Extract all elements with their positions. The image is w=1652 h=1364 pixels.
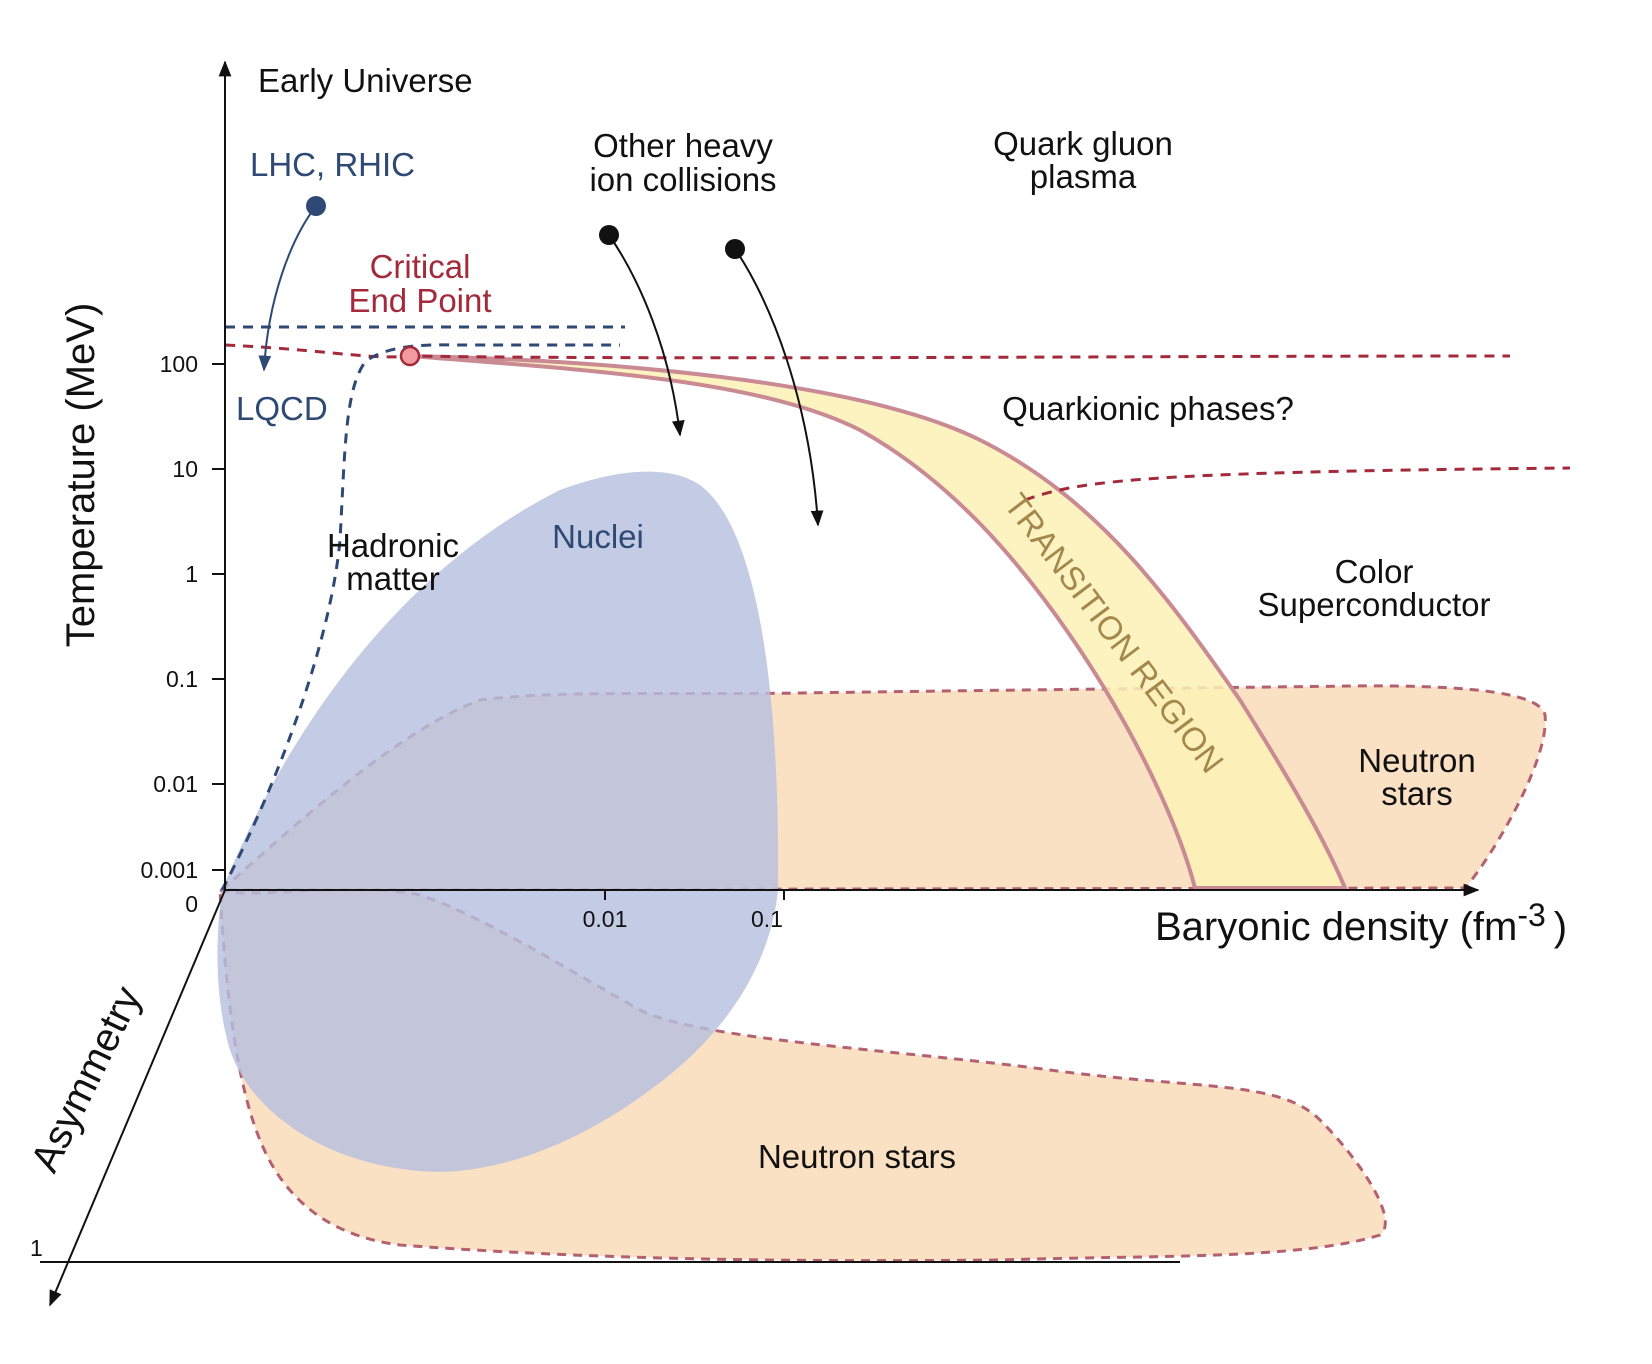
y-tick-0.1: 0.1 <box>166 666 198 692</box>
y-tick-0: 0 <box>185 891 198 917</box>
color-sc-label-1: Color <box>1335 553 1414 590</box>
lhc-arrow <box>258 205 317 372</box>
neutron-bottom-label: Neutron stars <box>758 1138 956 1175</box>
color-sc-label-2: Superconductor <box>1258 586 1491 623</box>
critical-end-point <box>399 345 421 367</box>
x-ticks <box>604 890 785 900</box>
critical-label-2: End Point <box>348 282 491 319</box>
qgp-label-1: Quark gluon <box>993 125 1173 162</box>
y-top-label: Early Universe <box>258 62 473 99</box>
x-tick-0.1: 0.1 <box>751 906 783 932</box>
heavy-ion-arrow-1 <box>608 234 685 437</box>
z-axis <box>49 889 226 1307</box>
transition-region-band <box>409 354 1349 890</box>
other-heavy-label-2: ion collisions <box>589 161 776 198</box>
deconfinement-line <box>224 343 1511 360</box>
x-tick-0.01: 0.01 <box>583 906 628 932</box>
y-ticks <box>212 363 225 871</box>
y-tick-1: 1 <box>185 561 198 587</box>
qgp-label-2: plasma <box>1030 158 1137 195</box>
neutron-label-1: Neutron <box>1358 742 1475 779</box>
y-tick-100: 100 <box>160 351 198 377</box>
y-tick-0.001: 0.001 <box>140 857 198 883</box>
critical-label-1: Critical <box>370 248 471 285</box>
other-heavy-label-1: Other heavy <box>593 127 773 164</box>
heavy-ion-arrow-2 <box>734 248 824 527</box>
color-superconductor-line <box>1024 466 1571 502</box>
lqcd-label: LQCD <box>236 390 328 427</box>
hadronic-label-2: matter <box>346 560 440 597</box>
hadronic-label-1: Hadronic <box>327 527 459 564</box>
nuclei-label: Nuclei <box>552 518 644 555</box>
crossover-line <box>220 343 620 891</box>
nuclei-region <box>217 471 779 1172</box>
y-tick-10: 10 <box>172 456 198 482</box>
y-tick-0.01: 0.01 <box>153 771 198 797</box>
lhc-label: LHC, RHIC <box>250 146 415 183</box>
quarkionic-label: Quarkionic phases? <box>1002 390 1294 427</box>
neutron-label-2: stars <box>1381 775 1453 812</box>
z-tick-1: 1 <box>30 1235 43 1261</box>
x-axis-label: Baryonic density (fm-3) <box>1155 897 1567 949</box>
y-axis-label: Temperature (MeV) <box>59 303 103 648</box>
z-axis-label: Asymmetry <box>23 980 150 1179</box>
